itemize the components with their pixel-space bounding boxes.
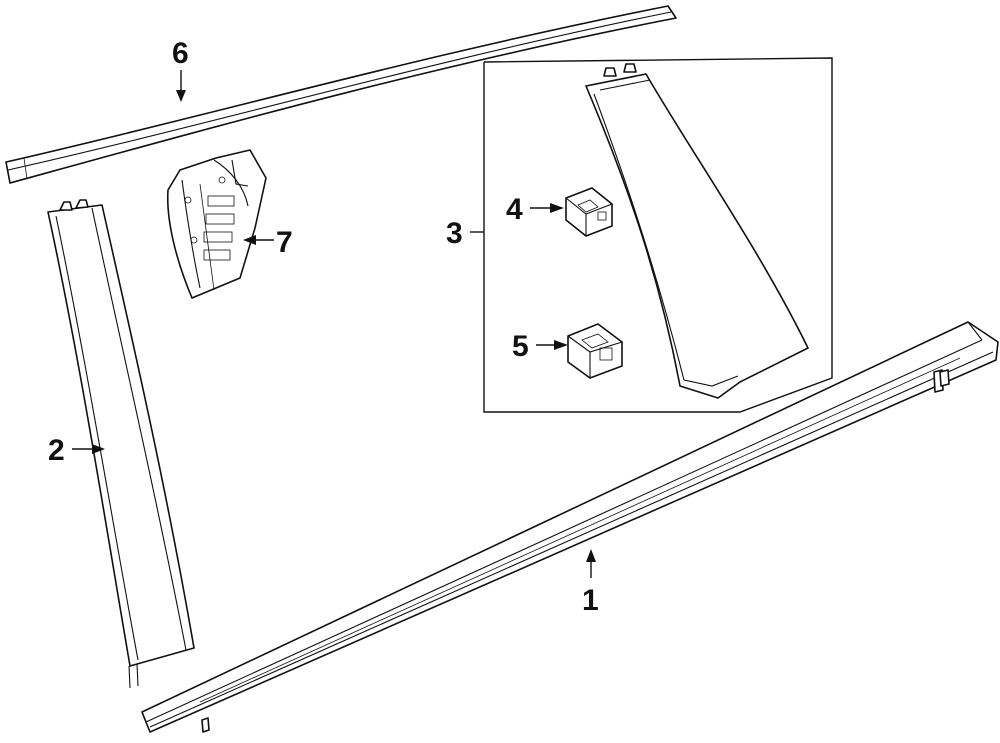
callout-5: 5 xyxy=(512,330,529,363)
arrow-6 xyxy=(176,90,186,102)
callout-1: 1 xyxy=(582,584,599,617)
arrow-5 xyxy=(554,340,568,350)
callout-2: 2 xyxy=(48,434,65,467)
part-7-bracket xyxy=(166,149,267,299)
part-3-assembly-box xyxy=(483,57,833,413)
part-2-pillar-molding xyxy=(47,199,195,689)
part-4-clip xyxy=(565,187,613,237)
part-6-roof-molding xyxy=(5,5,677,184)
arrow-7 xyxy=(243,235,256,245)
callout-7: 7 xyxy=(276,226,293,259)
arrow-4 xyxy=(550,203,564,213)
arrow-2 xyxy=(92,444,105,454)
callout-4: 4 xyxy=(506,193,523,226)
callout-6: 6 xyxy=(172,37,189,70)
arrow-1 xyxy=(586,549,596,562)
callout-3: 3 xyxy=(446,217,463,250)
part-5-clip xyxy=(567,323,623,379)
part-1-beltline-molding xyxy=(141,321,999,733)
callout-labels: 6 7 2 3 4 5 1 xyxy=(48,37,599,617)
part-3-pillar-applique xyxy=(585,63,809,399)
leader-lines xyxy=(72,70,596,578)
